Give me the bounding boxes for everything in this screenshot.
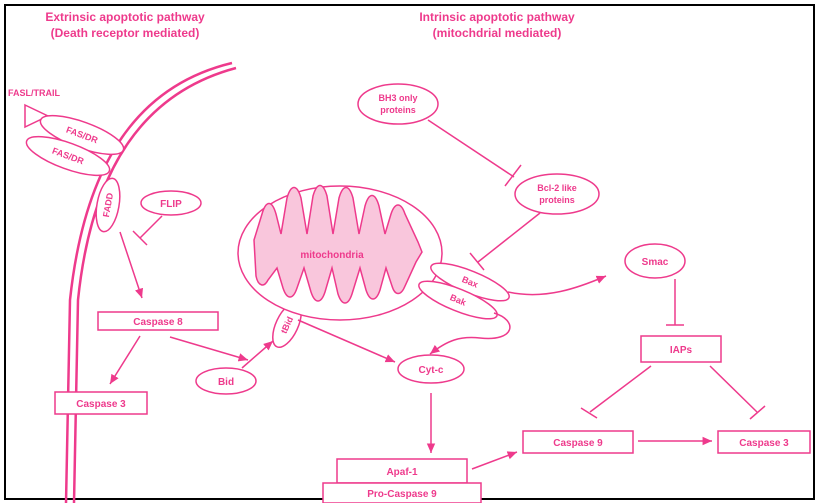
flip-inhibit-line: [140, 216, 162, 238]
fasl-trail-label: FASL/TRAIL: [8, 88, 60, 98]
bh3-label-line2: proteins: [380, 105, 416, 115]
bh3-inhibit-bar: [505, 165, 521, 186]
fadd-to-caspase8-arrow: [120, 232, 142, 298]
extrinsic-title-line2: (Death receptor mediated): [51, 26, 200, 40]
intrinsic-title-line2: (mitochdrial mediated): [433, 26, 562, 40]
bid-to-tbid-arrow: [242, 341, 273, 368]
caspase3-left-label: Caspase 3: [76, 399, 126, 410]
iaps-label: IAPs: [670, 345, 693, 356]
mitochondria-label: mitochondria: [300, 250, 364, 261]
bcl2-inhibit-line: [478, 213, 540, 262]
cytc-label: Cyt-c: [418, 365, 443, 376]
bax-to-smac-arrow: [508, 276, 606, 295]
bh3-inhibit-line: [428, 120, 514, 177]
caspase9-label: Caspase 9: [553, 438, 603, 449]
bid-label: Bid: [218, 377, 234, 388]
bak-to-cytc-arrow: [430, 313, 510, 354]
caspase8-label: Caspase 8: [133, 317, 183, 328]
bh3-only-node: [358, 84, 438, 124]
caspase3-right-label: Caspase 3: [739, 438, 789, 449]
iaps-inhibit-caspase3-line: [710, 366, 757, 412]
caspase8-to-bid-arrow: [170, 337, 248, 360]
iaps-inhibit-caspase9-line: [590, 366, 651, 412]
smac-label: Smac: [642, 257, 669, 268]
procaspase9-label: Pro-Caspase 9: [367, 489, 437, 500]
bcl2-inhibit-bar: [470, 253, 484, 270]
bcl2-label-line1: Bcl-2 like: [537, 183, 577, 193]
apaf1-to-caspase9-arrow: [472, 452, 517, 469]
intrinsic-title-line1: Intrinsic apoptotic pathway: [419, 10, 575, 24]
apaf1-label: Apaf-1: [386, 467, 418, 478]
flip-label: FLIP: [160, 199, 182, 210]
tbid-to-cytc-arrow: [298, 320, 395, 362]
bcl2-label-line2: proteins: [539, 195, 575, 205]
bh3-label-line1: BH3 only: [378, 93, 417, 103]
extrinsic-title-line1: Extrinsic apoptotic pathway: [45, 10, 205, 24]
bcl2-node: [515, 174, 599, 214]
iaps-inhibit-caspase9-bar: [581, 408, 597, 418]
caspase8-to-caspase3-arrow: [110, 336, 140, 384]
